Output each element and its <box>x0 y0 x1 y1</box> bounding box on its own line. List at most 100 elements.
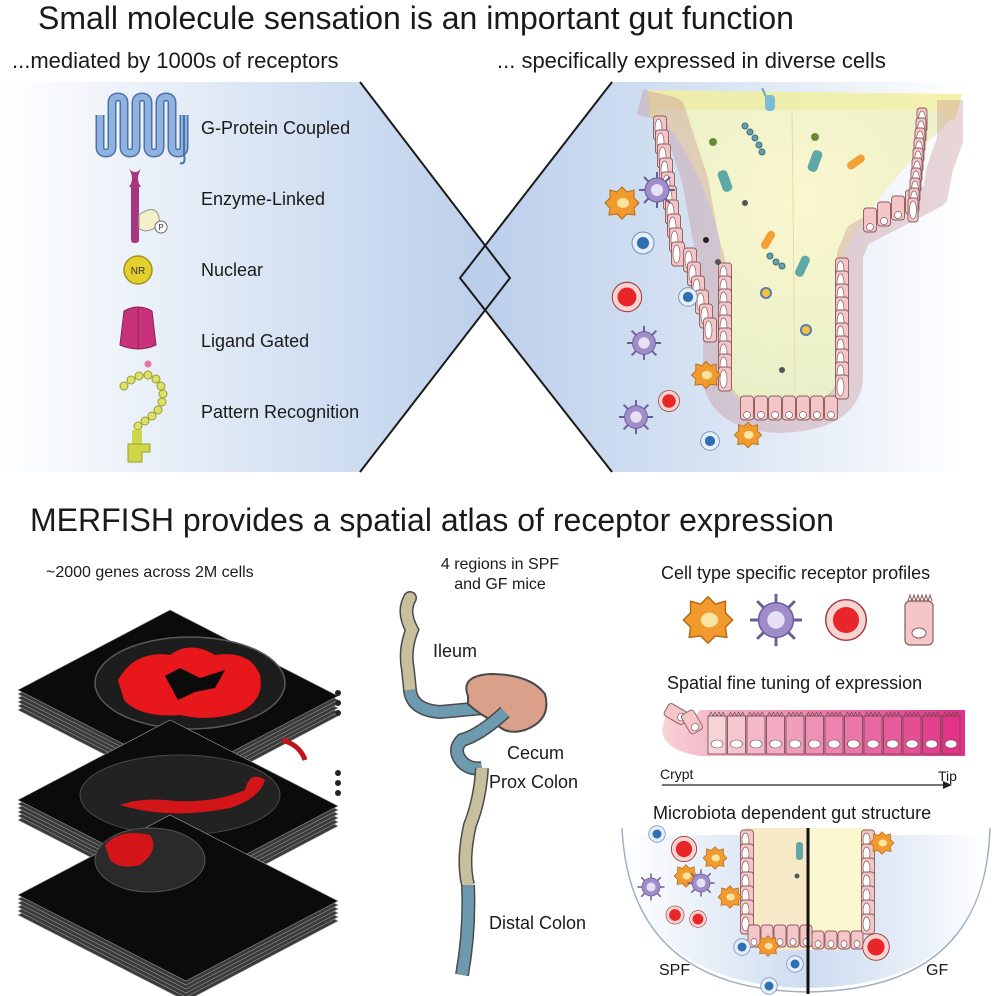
receptor-label-nuclear: Nuclear <box>201 260 264 280</box>
epithelial-cell <box>782 395 796 421</box>
stack-ellipsis <box>335 690 341 796</box>
epithelial-cell <box>799 924 813 948</box>
epithelial-cell <box>768 395 782 421</box>
gradient-epithelial-cell <box>707 711 727 755</box>
top-title: Small molecule sensation is an important… <box>38 0 794 36</box>
gpcr-icon <box>95 92 189 165</box>
epithelial-cell <box>824 395 838 421</box>
tissue-signal <box>120 776 265 814</box>
spf-label: SPF <box>659 962 691 979</box>
gradient-epithelial-cell <box>805 711 824 755</box>
red-immune-cell <box>670 835 698 863</box>
epithelial-cell <box>877 201 891 227</box>
purple-cell-type-icon <box>748 592 804 648</box>
blue-immune-cell <box>733 938 751 956</box>
epithelial-cell <box>861 913 875 935</box>
red-immune-cell <box>689 910 707 928</box>
regions-caption-line2: and GF mice <box>454 576 546 593</box>
ligand-gated-channel-icon <box>119 306 157 368</box>
gradient-epithelial-cell <box>863 711 883 755</box>
gut-regions-map <box>399 591 548 977</box>
crypt-tip-gradient <box>662 703 965 789</box>
pattern-recognition-receptor-icon <box>119 370 168 463</box>
blue-immune-cell <box>631 231 655 255</box>
orange-immune-cell <box>691 360 721 390</box>
epithelial-cell <box>740 395 754 421</box>
red-immune-cell <box>658 390 680 412</box>
region-label-prox-colon: Prox Colon <box>489 772 579 792</box>
tissue-signal <box>105 832 154 867</box>
orange-immune-cell <box>717 885 743 909</box>
epithelial-cell <box>835 374 849 400</box>
gradient-epithelial-cell <box>824 711 844 755</box>
epithelial-cell <box>773 924 787 948</box>
merfish-caption: ~2000 genes across 2M cells <box>46 564 254 581</box>
gradient-epithelial-cell <box>746 711 766 755</box>
receptor-label-enzyme-linked: Enzyme-Linked <box>201 189 326 209</box>
epithelial-cell <box>681 709 703 735</box>
microbe <box>796 842 803 860</box>
merfish-slice-1 <box>17 609 339 797</box>
receptor-label-pattern-recognition: Pattern Recognition <box>201 402 360 422</box>
orange-immune-cell <box>869 831 895 855</box>
bottom-title: MERFISH provides a spatial atlas of rece… <box>30 502 834 538</box>
epithelial-cell <box>786 924 800 948</box>
epithelial-cell <box>754 395 768 421</box>
epithelial-cell <box>850 930 864 950</box>
epithelial-cell <box>811 930 825 950</box>
merfish-tissue-stacks <box>17 609 339 996</box>
purple-immune-cell <box>625 324 663 362</box>
epithelial-cell <box>671 241 685 267</box>
epithelial-cell <box>907 197 919 223</box>
svg-text:P: P <box>158 223 163 232</box>
microbe <box>794 873 800 879</box>
epithelial-cell <box>810 395 824 421</box>
purple-immune-cell <box>686 868 716 898</box>
tip-label: Tip <box>938 768 957 784</box>
gradient-epithelial-cell <box>785 711 805 755</box>
cell-profiles-caption: Cell type specific receptor profiles <box>661 563 931 583</box>
microbes-top <box>703 87 865 373</box>
blue-immune-cell <box>648 825 666 843</box>
orange-immune-cell <box>756 935 780 957</box>
crypt-label: Crypt <box>660 766 694 782</box>
epithelial-cell <box>796 395 810 421</box>
purple-immune-cell <box>636 872 666 902</box>
region-label-ileum: Ileum <box>433 641 478 661</box>
gradient-epithelial-cell <box>766 711 785 755</box>
cell-type-icons <box>682 592 868 648</box>
merfish-slice-3 <box>17 814 339 996</box>
microbiota-structure-comparison <box>621 827 991 994</box>
blue-immune-cell <box>760 977 778 995</box>
epithelial-cell <box>747 924 761 948</box>
receptor-label-ligand-gated: Ligand Gated <box>201 331 310 351</box>
epithelial-cell <box>863 207 877 233</box>
epithelial-cell <box>703 317 717 343</box>
red-immune-cell <box>665 905 685 925</box>
red-cell-type-icon <box>824 598 868 642</box>
orange-cell-type-icon <box>682 596 734 644</box>
epithelial-cell <box>837 930 851 950</box>
gradient-epithelial-cell <box>902 711 922 755</box>
receptor-label-gpcr: G-Protein Coupled <box>201 118 351 138</box>
fine-tuning-caption: Spatial fine tuning of expression <box>667 673 923 693</box>
gradient-epithelial-cell <box>922 711 941 755</box>
epithelial-cell <box>718 366 732 392</box>
gradient-epithelial-cell <box>941 711 961 755</box>
epithelial-cell <box>824 930 838 950</box>
blue-immune-cell <box>700 431 720 451</box>
purple-immune-cell <box>638 171 676 209</box>
red-immune-cell <box>862 933 890 961</box>
top-left-caption: ...mediated by 1000s of receptors <box>12 48 339 73</box>
blue-immune-cell <box>786 955 804 973</box>
blue-immune-cell <box>678 287 698 307</box>
gradient-epithelial-cell <box>844 711 863 755</box>
gf-label: GF <box>926 962 949 979</box>
microbiota-caption: Microbiota dependent gut structure <box>653 803 932 823</box>
region-label-distal-colon: Distal Colon <box>489 913 587 933</box>
gradient-epithelial-cell <box>727 711 746 755</box>
orange-immune-cell <box>604 186 640 220</box>
gradient-epithelial-cell <box>883 711 902 755</box>
